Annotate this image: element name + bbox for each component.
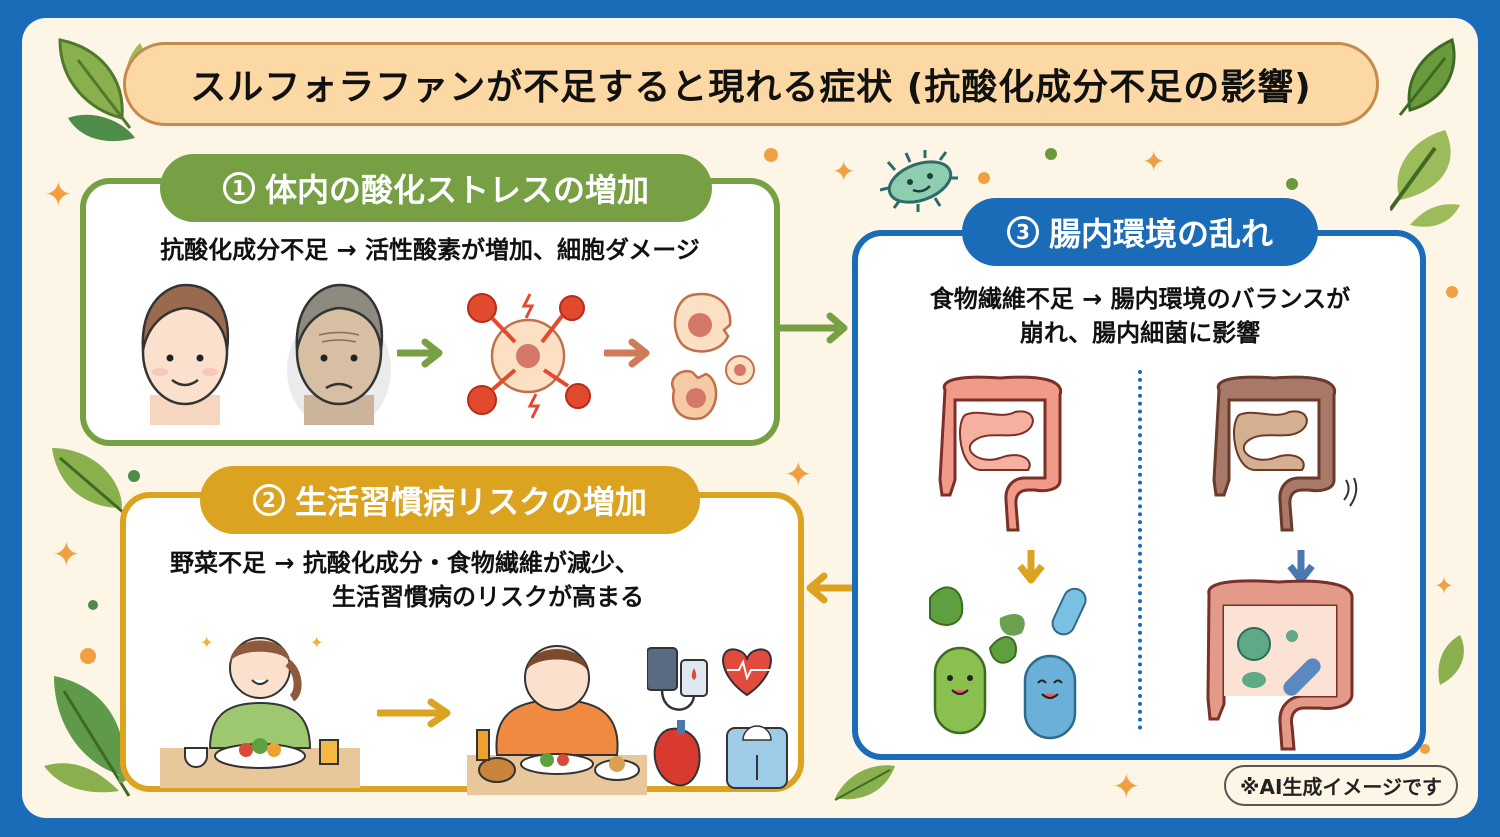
leaf-bottom-mid-icon	[834, 765, 895, 801]
description-line: 食物繊維不足 → 腸内環境のバランスが	[929, 285, 1351, 313]
section-number-badge: 2	[252, 484, 285, 516]
infographic-canvas: ✦ ✦ ✦ ✦ ✦ ✦ ✦ スルフォラファンが不足すると現れる症状 (抗酸化成分…	[22, 18, 1478, 818]
sparkle-icon: ✦	[1112, 767, 1141, 807]
svg-text:✦: ✦	[310, 633, 323, 652]
page-title: スルフォラファンが不足すると現れる症状 (抗酸化成分不足の影響)	[190, 67, 1312, 108]
decor-dot	[764, 148, 778, 162]
decor-dot	[1286, 178, 1298, 190]
sparkle-icon: ✦	[784, 455, 813, 495]
health-risk-icons	[647, 647, 788, 789]
healthy-intestine-icon	[938, 375, 1063, 532]
section-3-heading: 3 腸内環境の乱れ	[962, 198, 1318, 266]
decor-dot	[88, 600, 98, 610]
young-face-icon	[141, 283, 230, 425]
sparkle-icon: ✦	[1142, 145, 1166, 178]
sparkle-icon: ✦	[1434, 572, 1455, 600]
damaged-cells-icon	[671, 292, 755, 421]
section-heading: 腸内環境の乱れ	[1048, 215, 1273, 253]
flow-connector-3-to-2	[806, 572, 854, 604]
section-heading: 体内の酸化ストレスの増加	[264, 171, 649, 209]
sparkle-icon: ✦	[52, 535, 81, 575]
decor-dot	[128, 470, 140, 482]
divider-dotted	[1138, 370, 1142, 730]
section-1-description: 抗酸化成分不足 → 活性酸素が増加、細胞ダメージ	[160, 236, 700, 264]
overweight-man-eating-junk-food-icon	[467, 645, 647, 795]
section-2-heading: 2 生活習慣病リスクの増加	[200, 466, 700, 534]
decor-dot	[978, 172, 990, 184]
section-heading: 生活習慣病リスクの増加	[294, 483, 647, 521]
free-radicals-attacking-cell-icon	[467, 293, 591, 419]
sparkle-icon: ✦	[44, 175, 73, 215]
title-banner: スルフォラファンが不足すると現れる症状 (抗酸化成分不足の影響)	[123, 42, 1379, 126]
ai-generated-badge: ※AI生成イメージです	[1224, 765, 1458, 806]
decor-dot	[1446, 286, 1458, 298]
description-line: 崩れ、腸内細菌に影響	[1019, 319, 1261, 347]
section-1-heading: 1 体内の酸化ストレスの増加	[160, 154, 712, 222]
decor-dot	[1045, 148, 1057, 160]
section-number-badge: 3	[1006, 216, 1039, 248]
arrow-right-icon	[377, 698, 451, 728]
flow-connector-1-to-3	[780, 312, 848, 344]
sparkle-icon: ✦	[832, 155, 856, 188]
decor-dot	[80, 648, 96, 664]
decor-dot	[1420, 744, 1430, 754]
section-2-description: 野菜不足 → 抗酸化成分・食物繊維が減少、 生活習慣病のリスクが高まる	[142, 546, 782, 614]
section-3-description: 食物繊維不足 → 腸内環境のバランスが 崩れ、腸内細菌に影響	[862, 282, 1418, 350]
aged-face-icon	[287, 283, 391, 425]
arrow-down-icon	[1017, 550, 1045, 584]
leaf-right-bottom-icon	[1438, 635, 1464, 685]
arrow-right-icon	[604, 338, 650, 368]
unhealthy-intestine-icon	[1212, 375, 1358, 532]
leaf-cluster-top-right-icon	[1390, 37, 1460, 227]
intestine-with-bad-bacteria-icon	[1206, 579, 1354, 751]
healthy-woman-eating-salad-icon: ✦✦	[160, 633, 360, 788]
bacterium-icon	[880, 150, 958, 212]
leaf-left-mid-icon	[52, 448, 125, 515]
section-number-badge: 1	[222, 172, 255, 204]
happy-bacteria-with-leaves-icon	[929, 586, 1087, 740]
arrow-right-icon	[397, 338, 443, 368]
description-line: 野菜不足 → 抗酸化成分・食物繊維が減少、	[170, 549, 639, 577]
description-line: 生活習慣病のリスクが高まる	[332, 583, 644, 611]
svg-text:✦: ✦	[200, 633, 213, 652]
